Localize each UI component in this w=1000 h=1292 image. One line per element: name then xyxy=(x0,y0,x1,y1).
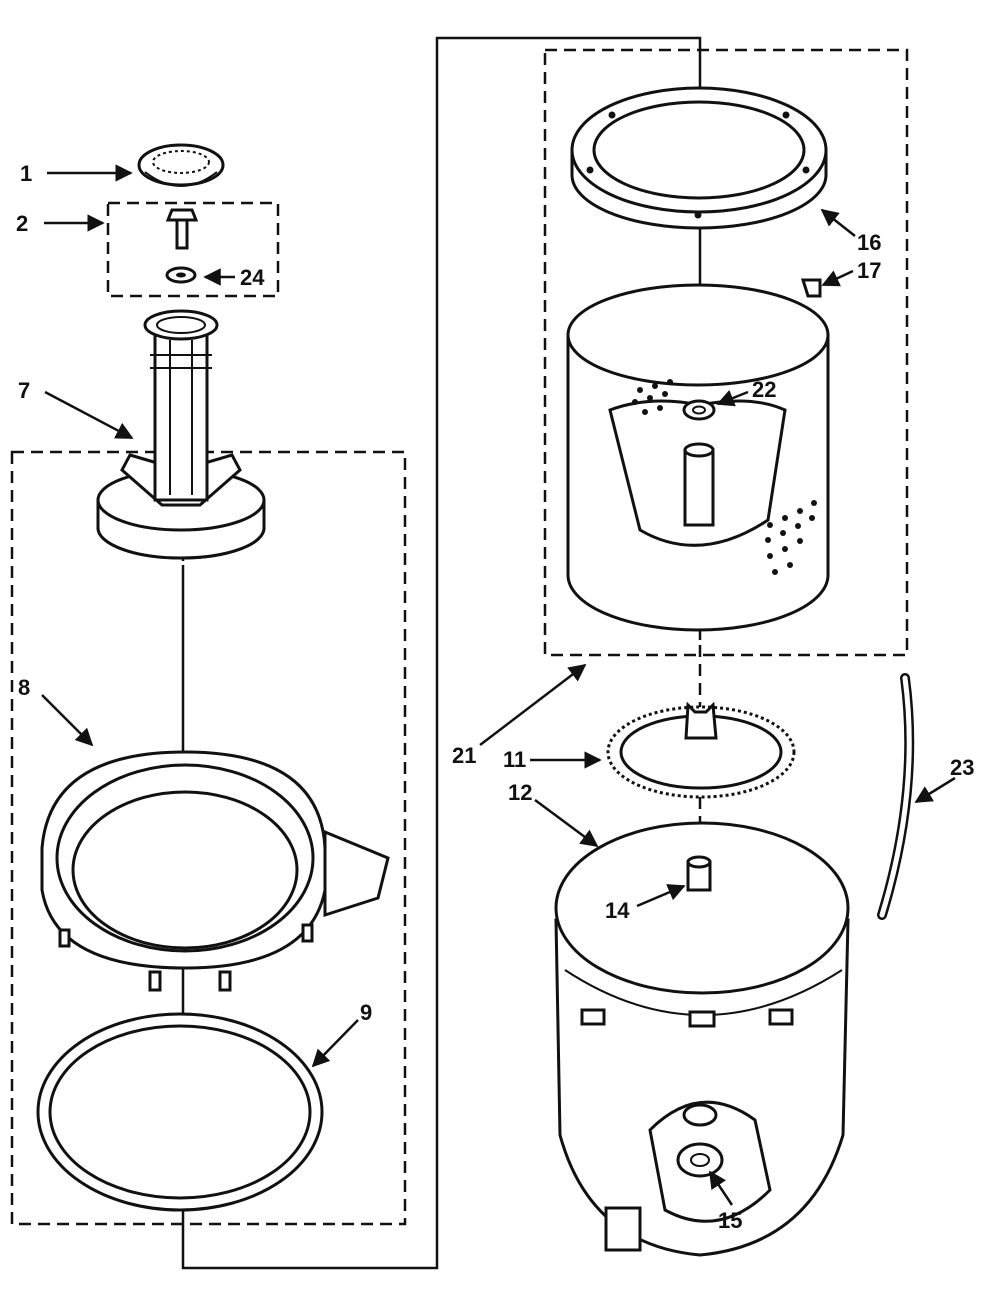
label-12: 12 xyxy=(508,780,532,805)
balance-ring xyxy=(570,86,828,230)
ring-clip xyxy=(800,278,822,298)
tub-coupling xyxy=(686,855,712,892)
outer-tub xyxy=(554,821,850,1257)
callout-labels: 1 2 24 7 8 9 16 17 22 21 11 12 23 14 15 xyxy=(16,161,974,1233)
group-box-21 xyxy=(543,48,909,657)
label-7: 7 xyxy=(18,378,30,403)
agitator xyxy=(96,309,266,560)
basket-holes xyxy=(632,379,817,575)
label-21: 21 xyxy=(452,743,476,768)
basket-nut xyxy=(682,399,716,421)
drain-hose xyxy=(877,673,915,920)
label-17: 17 xyxy=(857,258,881,283)
label-14: 14 xyxy=(605,898,630,923)
agitator-cap xyxy=(137,143,225,187)
label-9: 9 xyxy=(360,1000,372,1025)
group-box-2 xyxy=(106,201,280,298)
tub-seal xyxy=(36,1012,324,1212)
agitator-bolt xyxy=(165,208,199,250)
bolt-washer xyxy=(165,266,197,284)
label-2: 2 xyxy=(16,211,28,236)
spin-basket xyxy=(566,283,830,632)
label-11: 11 xyxy=(503,747,526,772)
tub-seal-15 xyxy=(676,1103,724,1178)
label-8: 8 xyxy=(18,675,30,700)
label-24: 24 xyxy=(240,265,265,290)
label-23: 23 xyxy=(950,755,974,780)
label-15: 15 xyxy=(718,1208,742,1233)
drive-block xyxy=(606,701,796,799)
label-1: 1 xyxy=(20,161,32,186)
label-16: 16 xyxy=(857,230,881,255)
label-22: 22 xyxy=(752,377,776,402)
tub-ring xyxy=(40,750,390,992)
leader-arrows xyxy=(41,164,956,1206)
